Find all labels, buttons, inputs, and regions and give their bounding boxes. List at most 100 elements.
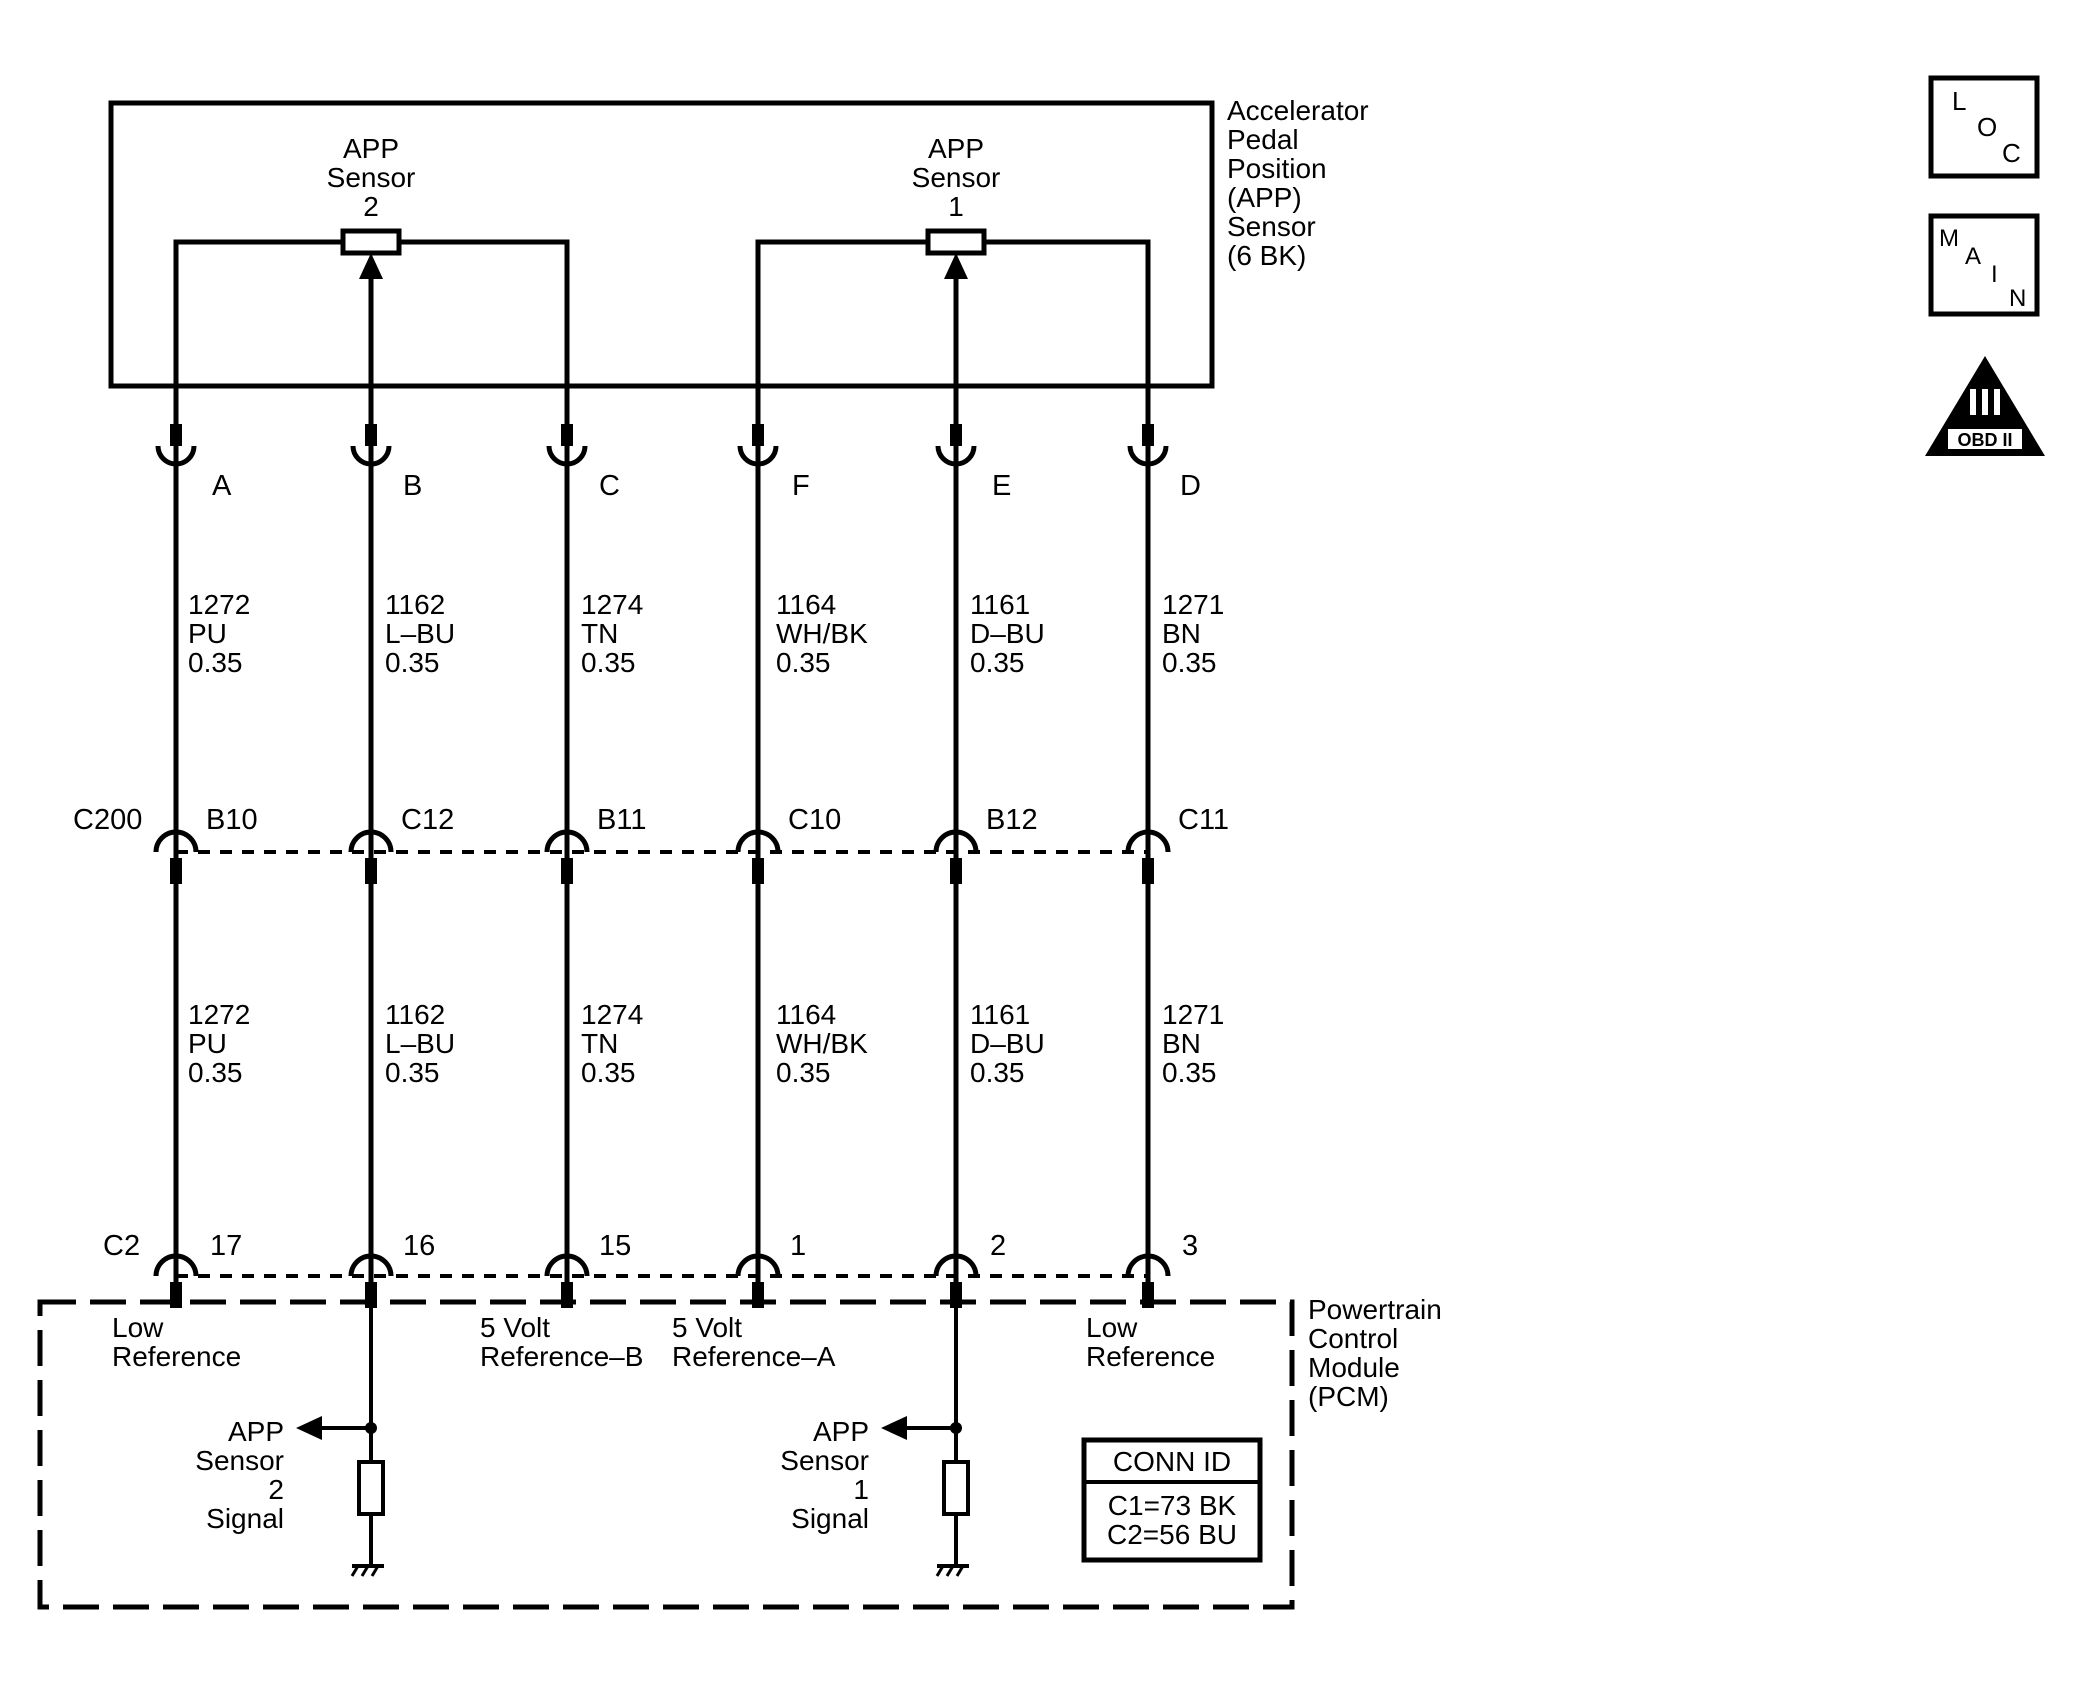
terminal-male-icon	[1125, 1253, 1171, 1277]
app-sensor-title-line: Pedal	[1227, 124, 1299, 155]
wire-gauge: 0.35	[188, 647, 243, 678]
main-icon[interactable]: M A I N	[1928, 213, 2040, 317]
pcm-pin-function: 5 Volt	[480, 1312, 550, 1343]
wire-color: WH/BK	[776, 618, 868, 649]
terminal-female-icon	[350, 445, 392, 467]
wire-color: BN	[1162, 1028, 1201, 1059]
obd-ii-icon[interactable]: OBD II	[1925, 356, 2045, 456]
wire-gauge: 0.35	[581, 647, 636, 678]
c2-pin-label: 3	[1182, 1230, 1198, 1262]
app-sensor-1-signal-label: APP	[813, 1416, 869, 1447]
terminal-male-icon	[933, 1253, 979, 1277]
svg-text:I: I	[1991, 261, 1998, 288]
circuit-number: 1162	[385, 589, 445, 620]
app-sensor-title-line: Accelerator	[1227, 95, 1369, 126]
terminal-male-icon	[348, 1253, 394, 1277]
sensor-pin-label: B	[403, 470, 422, 502]
app-sensor-1-label: 1	[948, 191, 964, 222]
circuit-number: 1272	[188, 999, 250, 1030]
circuit-number: 1164	[776, 589, 836, 620]
app-sensor-2-label: 2	[363, 191, 379, 222]
terminal-male-icon	[735, 1253, 781, 1277]
app-sensor-title-line: (6 BK)	[1227, 240, 1306, 271]
c2-pin-label: 1	[790, 1230, 806, 1262]
potentiometer-icon	[925, 228, 987, 256]
terminal-male-icon	[933, 829, 979, 853]
pcm-pin-function: Low	[1086, 1312, 1138, 1343]
pcm-module-box	[37, 1299, 1295, 1610]
circuit-number: 1274	[581, 589, 643, 620]
svg-text:L: L	[1952, 86, 1966, 116]
pcm-pin-function: Reference–B	[480, 1341, 643, 1372]
svg-text:N: N	[2009, 285, 2026, 312]
c2-pin-label: 15	[599, 1230, 631, 1262]
pcm-pin-function: Low	[112, 1312, 164, 1343]
pcm-title-line: Module	[1308, 1352, 1400, 1383]
wire-color: WH/BK	[776, 1028, 868, 1059]
app-sensor-1-signal-label: 1	[853, 1474, 869, 1505]
c2-pin-label: 2	[990, 1230, 1006, 1262]
circuit-number: 1272	[188, 589, 250, 620]
wire-gauge: 0.35	[1162, 1057, 1217, 1088]
app-sensor-title: Accelerator Pedal Position (APP) Sensor …	[1227, 95, 1369, 271]
circuit-number: 1274	[581, 999, 643, 1030]
terminal-female-icon	[1127, 445, 1169, 467]
signal-arrow-icon	[881, 1416, 907, 1440]
app-sensor-title-line: Sensor	[1227, 211, 1316, 242]
sensor-pin-label: C	[599, 470, 620, 502]
c2-connector-label: C2	[103, 1230, 140, 1262]
loc-icon[interactable]: L O C	[1928, 75, 2040, 179]
wire-gauge: 0.35	[970, 647, 1025, 678]
wire-color: L–BU	[385, 618, 455, 649]
pcm-title-line: Control	[1308, 1323, 1398, 1354]
pcm-pin-function: 5 Volt	[672, 1312, 742, 1343]
svg-text:O: O	[1977, 112, 1997, 142]
app-sensor-2-signal-label: APP	[228, 1416, 284, 1447]
pcm-pin-function: Reference	[1086, 1341, 1215, 1372]
wire-color: D–BU	[970, 618, 1045, 649]
c2-pin-label: 16	[403, 1230, 435, 1262]
terminal-female-icon	[546, 445, 588, 467]
wire-gauge: 0.35	[385, 647, 440, 678]
pcm-title-line: Powertrain	[1308, 1294, 1442, 1325]
conn-id-box: CONN ID C1=73 BK C2=56 BU	[1081, 1437, 1263, 1563]
app-sensor-1-label: Sensor	[912, 162, 1001, 193]
wire-color: BN	[1162, 618, 1201, 649]
app-sensor-title-line: Position	[1227, 153, 1327, 184]
c200-pin-label: B12	[986, 804, 1038, 836]
app-sensor-1-label: APP	[928, 133, 984, 164]
circuit-number: 1271	[1162, 999, 1224, 1030]
app-sensor-2-signal-label: Signal	[206, 1503, 284, 1534]
obd-ii-text: OBD II	[1957, 430, 2012, 450]
wire-gauge: 0.35	[1162, 647, 1217, 678]
app-sensor-2-label: Sensor	[327, 162, 416, 193]
wire-gauge: 0.35	[385, 1057, 440, 1088]
ground-icon	[350, 1564, 384, 1577]
wire-color: D–BU	[970, 1028, 1045, 1059]
circuit-number: 1161	[970, 999, 1030, 1030]
pcm-title-line: (PCM)	[1308, 1381, 1389, 1412]
app-sensor-2-signal-label: Sensor	[195, 1445, 284, 1476]
app-sensor-2-signal-circuit: APP Sensor 2 Signal	[195, 1300, 385, 1577]
app-sensor-2-label: APP	[343, 133, 399, 164]
wiper-arrow-icon	[944, 253, 968, 279]
terminal-male-icon	[153, 829, 199, 853]
conn-id-line: C1=73 BK	[1108, 1490, 1237, 1521]
resistor-icon	[357, 1460, 385, 1516]
wire-gauge: 0.35	[776, 1057, 831, 1088]
c200-connector-label: C200	[73, 804, 142, 836]
terminal-male-icon	[735, 829, 781, 853]
app-sensor-title-line: (APP)	[1227, 182, 1302, 213]
terminal-female-icon	[737, 445, 779, 467]
app-sensor-housing	[108, 100, 1215, 389]
terminal-female-icon	[155, 445, 197, 467]
wire-gauge: 0.35	[970, 1057, 1025, 1088]
circuit-wire: B 1162 L–BU 0.35 C12 1162 L–BU 0.35 16	[348, 424, 455, 1308]
pcm-title: Powertrain Control Module (PCM)	[1308, 1294, 1442, 1412]
app-sensor-1-signal-label: Sensor	[780, 1445, 869, 1476]
svg-text:M: M	[1939, 225, 1959, 252]
ground-icon	[935, 1564, 969, 1577]
circuit-wire: E 1161 D–BU 0.35 B12 1161 D–BU 0.35 2	[933, 424, 1045, 1308]
sensor-pin-label: E	[992, 470, 1011, 502]
terminal-male-icon	[153, 1253, 199, 1277]
